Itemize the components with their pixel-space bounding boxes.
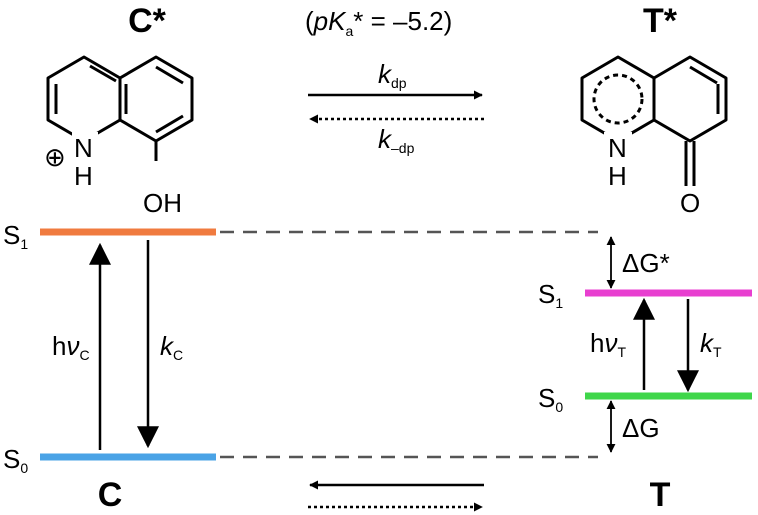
c-star-oh-group: OH: [143, 188, 182, 218]
c-s1-label: S1: [3, 220, 28, 252]
c-star-n-atom: N: [74, 133, 93, 163]
kdp-label: kdp: [378, 59, 407, 91]
t-star-n-atom: N: [608, 133, 627, 163]
c-star-n-mask: [72, 132, 98, 158]
t-photon-label: hνT: [590, 328, 626, 360]
t-star-o-atom: O: [680, 188, 700, 218]
delta-g-star-label: ΔG*: [622, 248, 670, 278]
c-star-molecule: [46, 55, 194, 161]
pka-label: (pKa* = –5.2): [305, 6, 452, 39]
t-s0-label: S0: [538, 383, 563, 415]
t-star-label: T*: [643, 2, 678, 40]
t-star-nh-h-atom: H: [608, 161, 627, 191]
c-photon-label: hνC: [52, 331, 90, 363]
kc-label: kC: [160, 331, 183, 363]
c-s0-label: S0: [3, 444, 28, 476]
k-minus-dp-label: k–dp: [378, 124, 415, 156]
t-label: T: [650, 476, 671, 514]
c-star-positive-charge: ⊕: [44, 142, 66, 172]
t-star-n-mask: [604, 132, 632, 158]
c-label: C: [98, 476, 123, 514]
c-star-nh-h-atom: H: [74, 161, 93, 191]
t-star-molecule: [580, 55, 728, 186]
c-star-label: C*: [128, 2, 167, 40]
kt-label: kT: [700, 328, 722, 360]
t-s1-label: S1: [538, 279, 563, 311]
delta-g-label: ΔG: [622, 413, 660, 443]
